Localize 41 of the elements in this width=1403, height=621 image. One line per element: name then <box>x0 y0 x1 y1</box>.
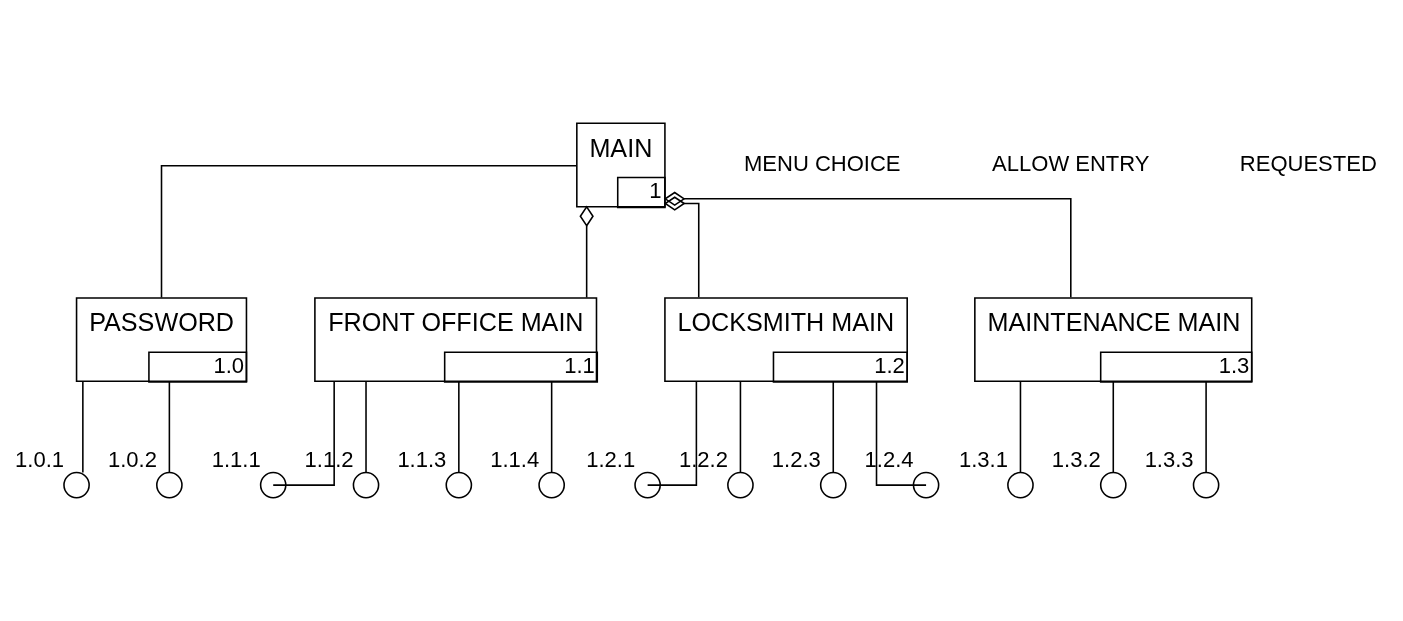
node-label: 1.2.1 <box>586 446 636 472</box>
node-circle <box>1099 471 1127 499</box>
node-label: 1.2.3 <box>771 446 821 472</box>
node-circle <box>445 471 473 499</box>
connector <box>550 380 553 474</box>
node-label: 1.1.3 <box>397 446 447 472</box>
node-circle <box>63 471 90 499</box>
node-label: 1.0.2 <box>107 446 157 472</box>
node-label: 1.0.1 <box>15 446 65 472</box>
connector <box>1205 380 1207 474</box>
node-circle <box>727 471 754 499</box>
label: MENU CHOICE <box>743 150 901 176</box>
connector <box>82 380 84 474</box>
connector <box>663 191 1072 299</box>
node-label: 1.3.1 <box>959 446 1008 472</box>
node-label: 1.1.1 <box>211 446 261 472</box>
connector <box>1019 380 1022 474</box>
node-circle <box>1192 471 1220 499</box>
node-circle <box>156 471 183 499</box>
connector <box>663 196 700 299</box>
connector <box>1112 380 1115 474</box>
connector <box>646 380 698 486</box>
connector <box>365 380 367 474</box>
node-circle <box>538 471 566 499</box>
connector <box>579 205 594 299</box>
node-label: 1.3.3 <box>1144 446 1194 472</box>
connector <box>168 380 171 474</box>
node-circle <box>352 471 380 499</box>
connector <box>458 380 460 474</box>
connector <box>832 380 835 474</box>
node-circle <box>912 471 940 499</box>
connector <box>160 165 578 299</box>
label: REQUESTED <box>1239 150 1377 176</box>
connector <box>739 380 742 474</box>
node-label: 1.3.2 <box>1051 446 1101 472</box>
label: ALLOW ENTRY <box>992 150 1150 176</box>
node-circle <box>259 471 287 499</box>
node-circle <box>1007 471 1034 499</box>
node-circle <box>634 471 661 499</box>
node-label: 1.1.4 <box>490 446 540 472</box>
node-circle <box>819 471 847 499</box>
